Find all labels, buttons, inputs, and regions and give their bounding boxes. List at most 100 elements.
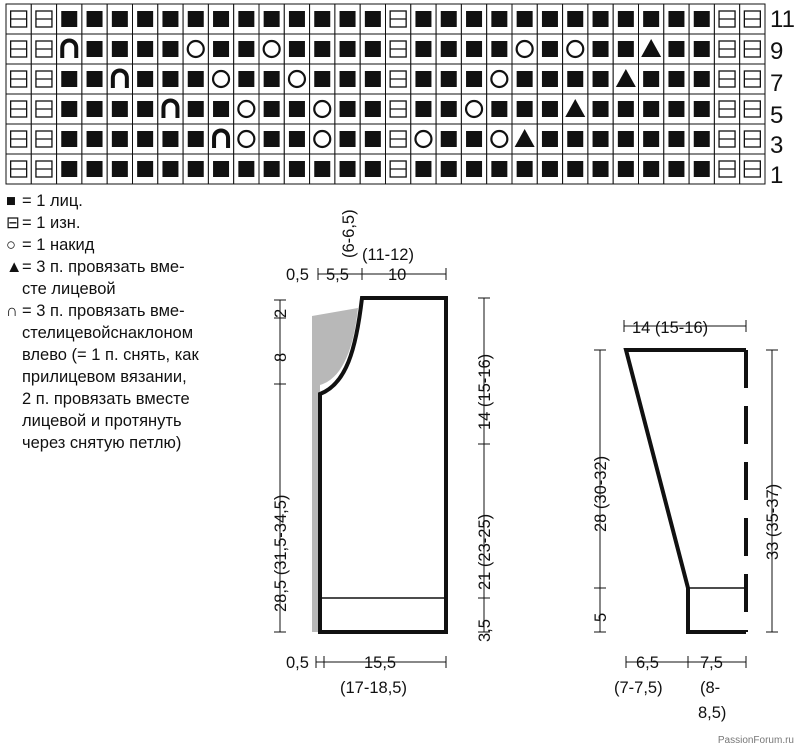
knit-stitch: [693, 161, 710, 177]
purl-stitch: [389, 160, 407, 178]
knit-stitch: [339, 11, 356, 27]
knit-stitch: [137, 101, 154, 117]
knit-stitch: [415, 101, 432, 117]
knit-stitch: [137, 11, 154, 27]
knit-stitch: [263, 161, 280, 177]
knit-stitch: [668, 11, 685, 27]
knit-stitch: [415, 11, 432, 27]
knit-stitch: [668, 41, 685, 57]
knit-stitch: [137, 161, 154, 177]
knit-stitch: [440, 101, 457, 117]
knit-stitch: [643, 101, 660, 117]
knit-stitch: [541, 11, 558, 27]
purl-stitch: [718, 100, 736, 118]
knit-stitch: [541, 131, 558, 147]
knit-stitch: [364, 131, 381, 147]
row-number-3: 3: [770, 132, 784, 159]
row-number-9: 9: [770, 38, 784, 65]
knit-stitch: [567, 131, 584, 147]
knit-stitch: [643, 11, 660, 27]
knit-stitch: [617, 161, 634, 177]
knit-stitch: [668, 161, 685, 177]
knit-stitch: [187, 131, 204, 147]
front-right-21: 21 (23-25): [476, 514, 494, 590]
knit-stitch: [466, 71, 483, 87]
sk2p-stitch: [60, 38, 79, 58]
front-top-11-12: (11-12): [362, 246, 414, 264]
watermark: PassionForum.ru: [717, 735, 794, 746]
sleeve-bottom-8: (8-: [700, 679, 720, 697]
legend-item: 2 п. провязать вместе: [22, 390, 190, 408]
purl-stitch: [9, 10, 28, 28]
sleeve-bottom-65r: (7-7,5): [614, 679, 663, 697]
yarn-over: [262, 39, 281, 59]
knit-stitch: [288, 101, 305, 117]
front-neck-shaded: [312, 308, 358, 632]
knit-stitch: [693, 41, 710, 57]
knit-stitch: [137, 131, 154, 147]
knit-stitch: [567, 11, 584, 27]
knit-stitch: [617, 101, 634, 117]
sleeve-bottom-65: 6,5: [636, 654, 659, 672]
yarn-over: [414, 129, 433, 149]
front-top-55: 5,5: [326, 266, 349, 284]
row-number-5: 5: [770, 102, 784, 129]
sleeve-top-14: 14 (15-16): [632, 319, 708, 337]
knit-stitch: [541, 71, 558, 87]
purl-stitch: [718, 160, 736, 178]
chart-cell: [612, 93, 640, 125]
knit-stitch: [668, 101, 685, 117]
chart-cell: [157, 63, 184, 95]
legend-item: лицевой и протянуть: [22, 412, 182, 430]
knit-stitch: [111, 101, 128, 117]
knit-stitch: [592, 11, 609, 27]
legend: ■= 1 лиц. ⊟= 1 изн. ○= 1 накид ▲= 3 п. п…: [6, 190, 242, 454]
front-top-05: 0,5: [286, 266, 309, 284]
knit-stitch: [693, 101, 710, 117]
front-right-14: 14 (15-16): [476, 354, 494, 430]
chart-cell: [460, 153, 488, 185]
sleeve-bottom-75: 7,5: [700, 654, 723, 672]
purl-stitch: [743, 100, 761, 118]
legend-item: сте лицевой: [22, 280, 116, 298]
yarn-over: [186, 39, 205, 59]
knit-stitch: [415, 41, 432, 57]
knit-stitch: [440, 131, 457, 147]
knit-stitch: [162, 11, 179, 27]
knit-stitch: [238, 161, 255, 177]
knit-stitch: [238, 11, 255, 27]
knit-stitch: [314, 41, 331, 57]
purl-stitch: [9, 70, 28, 88]
knit-stitch: [516, 71, 533, 87]
k3tog-stitch: [565, 99, 586, 117]
front-bottom-range: (17-18,5): [340, 679, 407, 697]
legend-item: стелицевойснаклоном: [22, 324, 194, 342]
sleeve-right-33: 33 (35-37): [764, 484, 782, 560]
knit-stitch: [111, 41, 128, 57]
knit-stitch: [668, 71, 685, 87]
knit-stitch: [592, 101, 609, 117]
knit-stitch: [213, 11, 230, 27]
front-left-2: 2: [272, 309, 290, 318]
knit-stitch: [541, 161, 558, 177]
knit-stitch: [567, 71, 584, 87]
knit-stitch: [339, 71, 356, 87]
knit-stitch: [263, 101, 280, 117]
front-bottom-155: 15,5: [364, 654, 396, 672]
knit-stitch: [162, 41, 179, 57]
knit-stitch: [466, 41, 483, 57]
yarn-over: [237, 129, 256, 149]
knit-stitch: [213, 41, 230, 57]
purl-stitch: [389, 40, 407, 58]
knit-stitch: [364, 11, 381, 27]
knit-stitch: [491, 101, 508, 117]
knit-stitch: [86, 161, 103, 177]
chart-cell: [132, 123, 159, 155]
knit-stitch: [111, 131, 128, 147]
front-bottom-05: 0,5: [286, 654, 309, 672]
yarn-over: [313, 129, 332, 149]
knit-stitch: [440, 41, 457, 57]
knit-stitch: [491, 161, 508, 177]
yarn-over: [464, 99, 484, 119]
knit-stitch: [86, 41, 103, 57]
